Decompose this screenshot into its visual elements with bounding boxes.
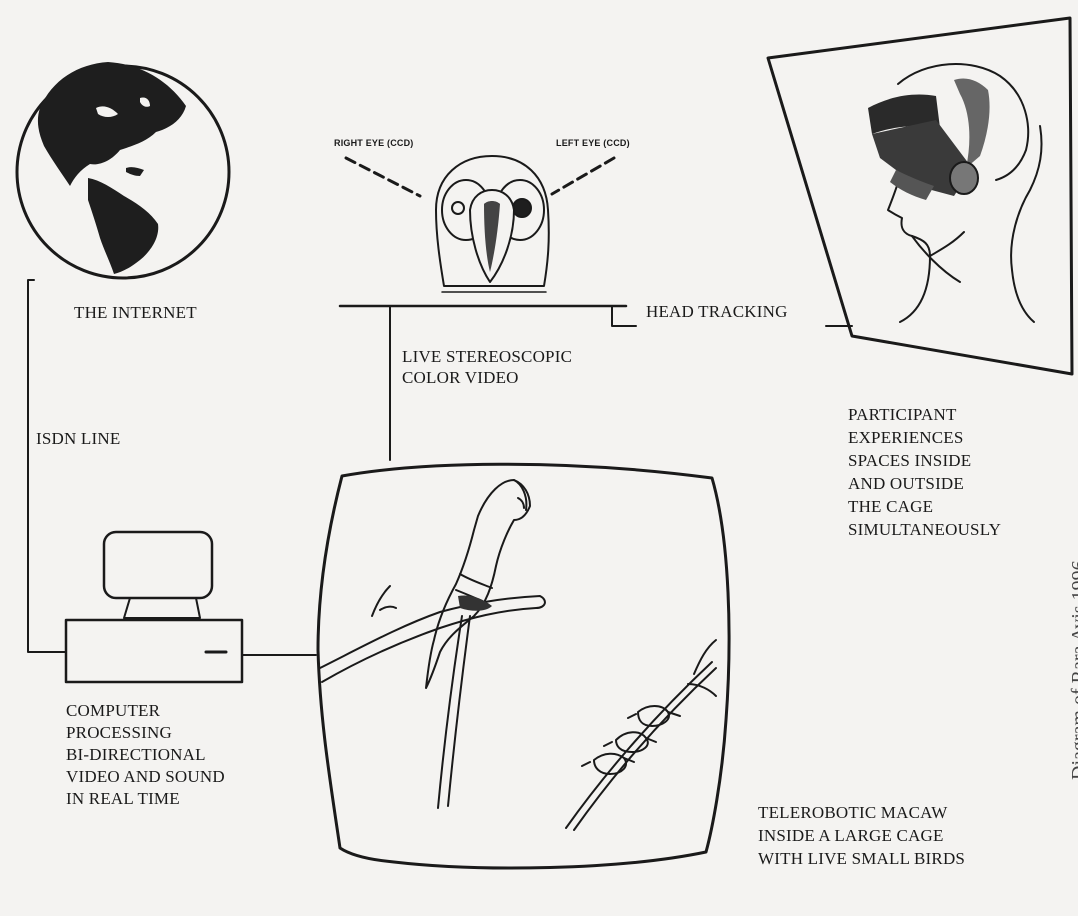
globe-icon	[17, 62, 229, 278]
computer-label-line: BI-DIRECTIONAL	[66, 744, 206, 765]
branch	[320, 586, 545, 682]
video-label-line: LIVE STEREOSCOPIC	[402, 346, 572, 367]
participant-label-line: EXPERIENCES	[848, 427, 964, 448]
left-eye-label: LEFT EYE (CCD)	[556, 138, 630, 149]
right-eye-label: RIGHT EYE (CCD)	[334, 138, 414, 149]
participant-drawing	[868, 64, 1042, 322]
left-eye-pointer	[552, 158, 614, 194]
participant-label-line: SPACES INSIDE	[848, 450, 971, 471]
macaw-label-line: INSIDE A LARGE CAGE	[758, 825, 944, 846]
computer-label-line: IN REAL TIME	[66, 788, 180, 809]
computer-label-line: PROCESSING	[66, 722, 172, 743]
participant-label-line: PARTICIPANT	[848, 404, 957, 425]
computer-label-line: COMPUTER	[66, 700, 160, 721]
internet-label: THE INTERNET	[74, 302, 197, 323]
isdn-label: ISDN LINE	[36, 428, 120, 449]
head-tracking-label: HEAD TRACKING	[646, 301, 788, 322]
computer-icon	[66, 532, 242, 682]
small-birds-drawing	[566, 640, 716, 830]
isdn-line	[28, 280, 66, 652]
cage-frame	[318, 464, 729, 868]
macaw-label-line: WITH LIVE SMALL BIRDS	[758, 848, 965, 869]
head-tracking-line	[612, 306, 636, 326]
figure-caption: Diagram of Rara Avis 1996	[1068, 560, 1078, 780]
right-eye-pointer	[346, 158, 420, 196]
video-label-line: COLOR VIDEO	[402, 367, 519, 388]
macaw-label-line: TELEROBOTIC MACAW	[758, 802, 948, 823]
computer-label-line: VIDEO AND SOUND	[66, 766, 225, 787]
macaw-drawing	[426, 480, 530, 808]
participant-label-line: AND OUTSIDE	[848, 473, 964, 494]
participant-label-line: SIMULTANEOUSLY	[848, 519, 1001, 540]
participant-label-line: THE CAGE	[848, 496, 933, 517]
macaw-head-drawing	[436, 156, 549, 292]
